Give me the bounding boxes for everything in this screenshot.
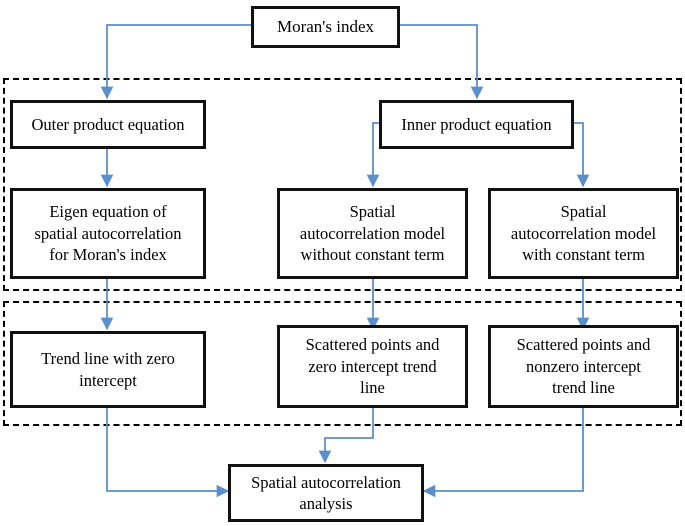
node-model-with-constant-term[interactable]: Spatial autocorrelation model with const… [488,188,679,279]
node-inner-product-equation[interactable]: Inner product equation [379,100,574,149]
node-label: Outer product equation [31,114,185,134]
node-label-line-1: Scattered points and [516,335,651,355]
group-box-models [3,78,682,291]
node-outer-product-equation[interactable]: Outer product equation [10,100,206,149]
node-label-line-3: line [360,378,385,398]
node-label-line-2: spatial autocorrelation [34,223,182,243]
node-scattered-points-zero-intercept[interactable]: Scattered points and zero intercept tren… [277,325,468,408]
node-scattered-points-nonzero-intercept[interactable]: Scattered points and nonzero intercept t… [488,325,679,408]
node-label-line-1: Trend line with zero [41,349,175,369]
node-spatial-autocorrelation-analysis[interactable]: Spatial autocorrelation analysis [228,464,424,522]
node-label: Moran's index [276,16,375,36]
node-eigen-equation[interactable]: Eigen equation of spatial autocorrelatio… [10,188,206,279]
node-label: Inner product equation [401,114,552,134]
node-label-line-2: zero intercept trend [308,356,437,376]
node-label-line-3: trend line [552,378,615,398]
node-model-without-constant-term[interactable]: Spatial autocorrelation model without co… [277,188,468,279]
node-label-line-2: intercept [79,370,137,390]
node-label-line-2: autocorrelation model [299,223,446,243]
node-label-line-1: Spatial autocorrelation [251,472,401,492]
node-label-line-3: with constant term [522,245,645,265]
node-label-line-3: for Moran's index [49,245,167,265]
node-label-line-2: autocorrelation model [510,223,657,243]
node-label-line-2: analysis [299,494,353,513]
node-label-line-1: Spatial [560,202,607,222]
node-label-line-1: Eigen equation of [49,202,167,222]
node-label-line-3: without constant term [300,245,445,265]
node-label-line-2: nonzero intercept [526,356,641,376]
node-label-line-1: Scattered points and [305,335,440,355]
node-trend-line-zero-intercept[interactable]: Trend line with zero intercept [10,331,206,408]
node-label-line-1: Spatial [349,202,396,222]
node-moran-index[interactable]: Moran's index [251,6,400,48]
